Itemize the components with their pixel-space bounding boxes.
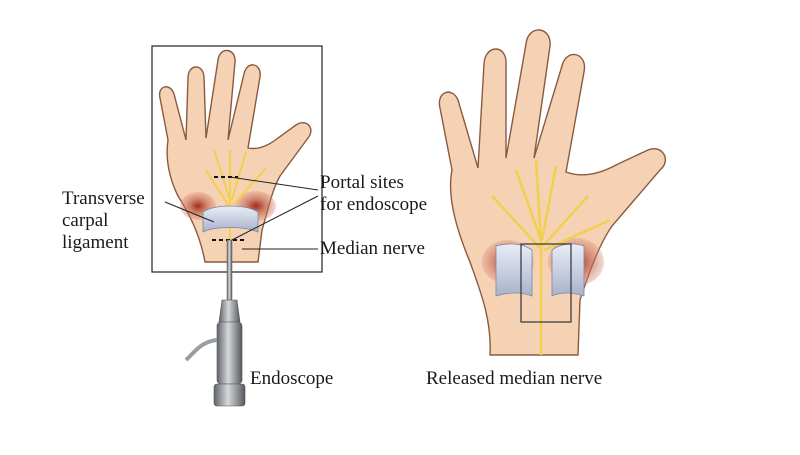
transverse-carpal-ligament-label: Transverse carpal ligament	[62, 188, 145, 254]
tcl-label-line-1: Transverse	[62, 188, 145, 209]
endoscope-shaft	[226, 239, 233, 301]
left-hand-outline	[158, 49, 312, 263]
endoscope-handle	[216, 321, 243, 385]
released-median-nerve-label: Released median nerve	[426, 368, 603, 389]
portal-label-line-1: Portal sites	[320, 172, 404, 193]
portal-label-line-2: for endoscope	[320, 194, 428, 215]
released-ligament-ulnar	[495, 243, 533, 297]
right-hand	[438, 29, 666, 356]
tcl-label-line-2: carpal	[62, 210, 109, 231]
endoscope-label: Endoscope	[250, 368, 334, 389]
tcl-label-line-3: ligament	[62, 232, 129, 253]
leader-lines	[164, 176, 319, 250]
left-inset-frame	[151, 45, 323, 273]
median-nerve-label: Median nerve	[320, 238, 425, 259]
right-nerve-branches	[491, 159, 611, 355]
endoscope-eyepiece	[213, 383, 246, 407]
endoscope-collar	[218, 299, 241, 323]
released-ligament-radial	[551, 243, 585, 297]
left-transverse-ligament	[202, 205, 259, 233]
released-area-frame	[520, 243, 572, 323]
left-hand	[158, 49, 312, 263]
endoscope-instrument	[184, 239, 246, 407]
portal-sites-label: Portal sites for endoscope	[320, 172, 427, 216]
endoscope-light-cable	[184, 338, 218, 362]
right-hand-outline	[438, 29, 666, 356]
